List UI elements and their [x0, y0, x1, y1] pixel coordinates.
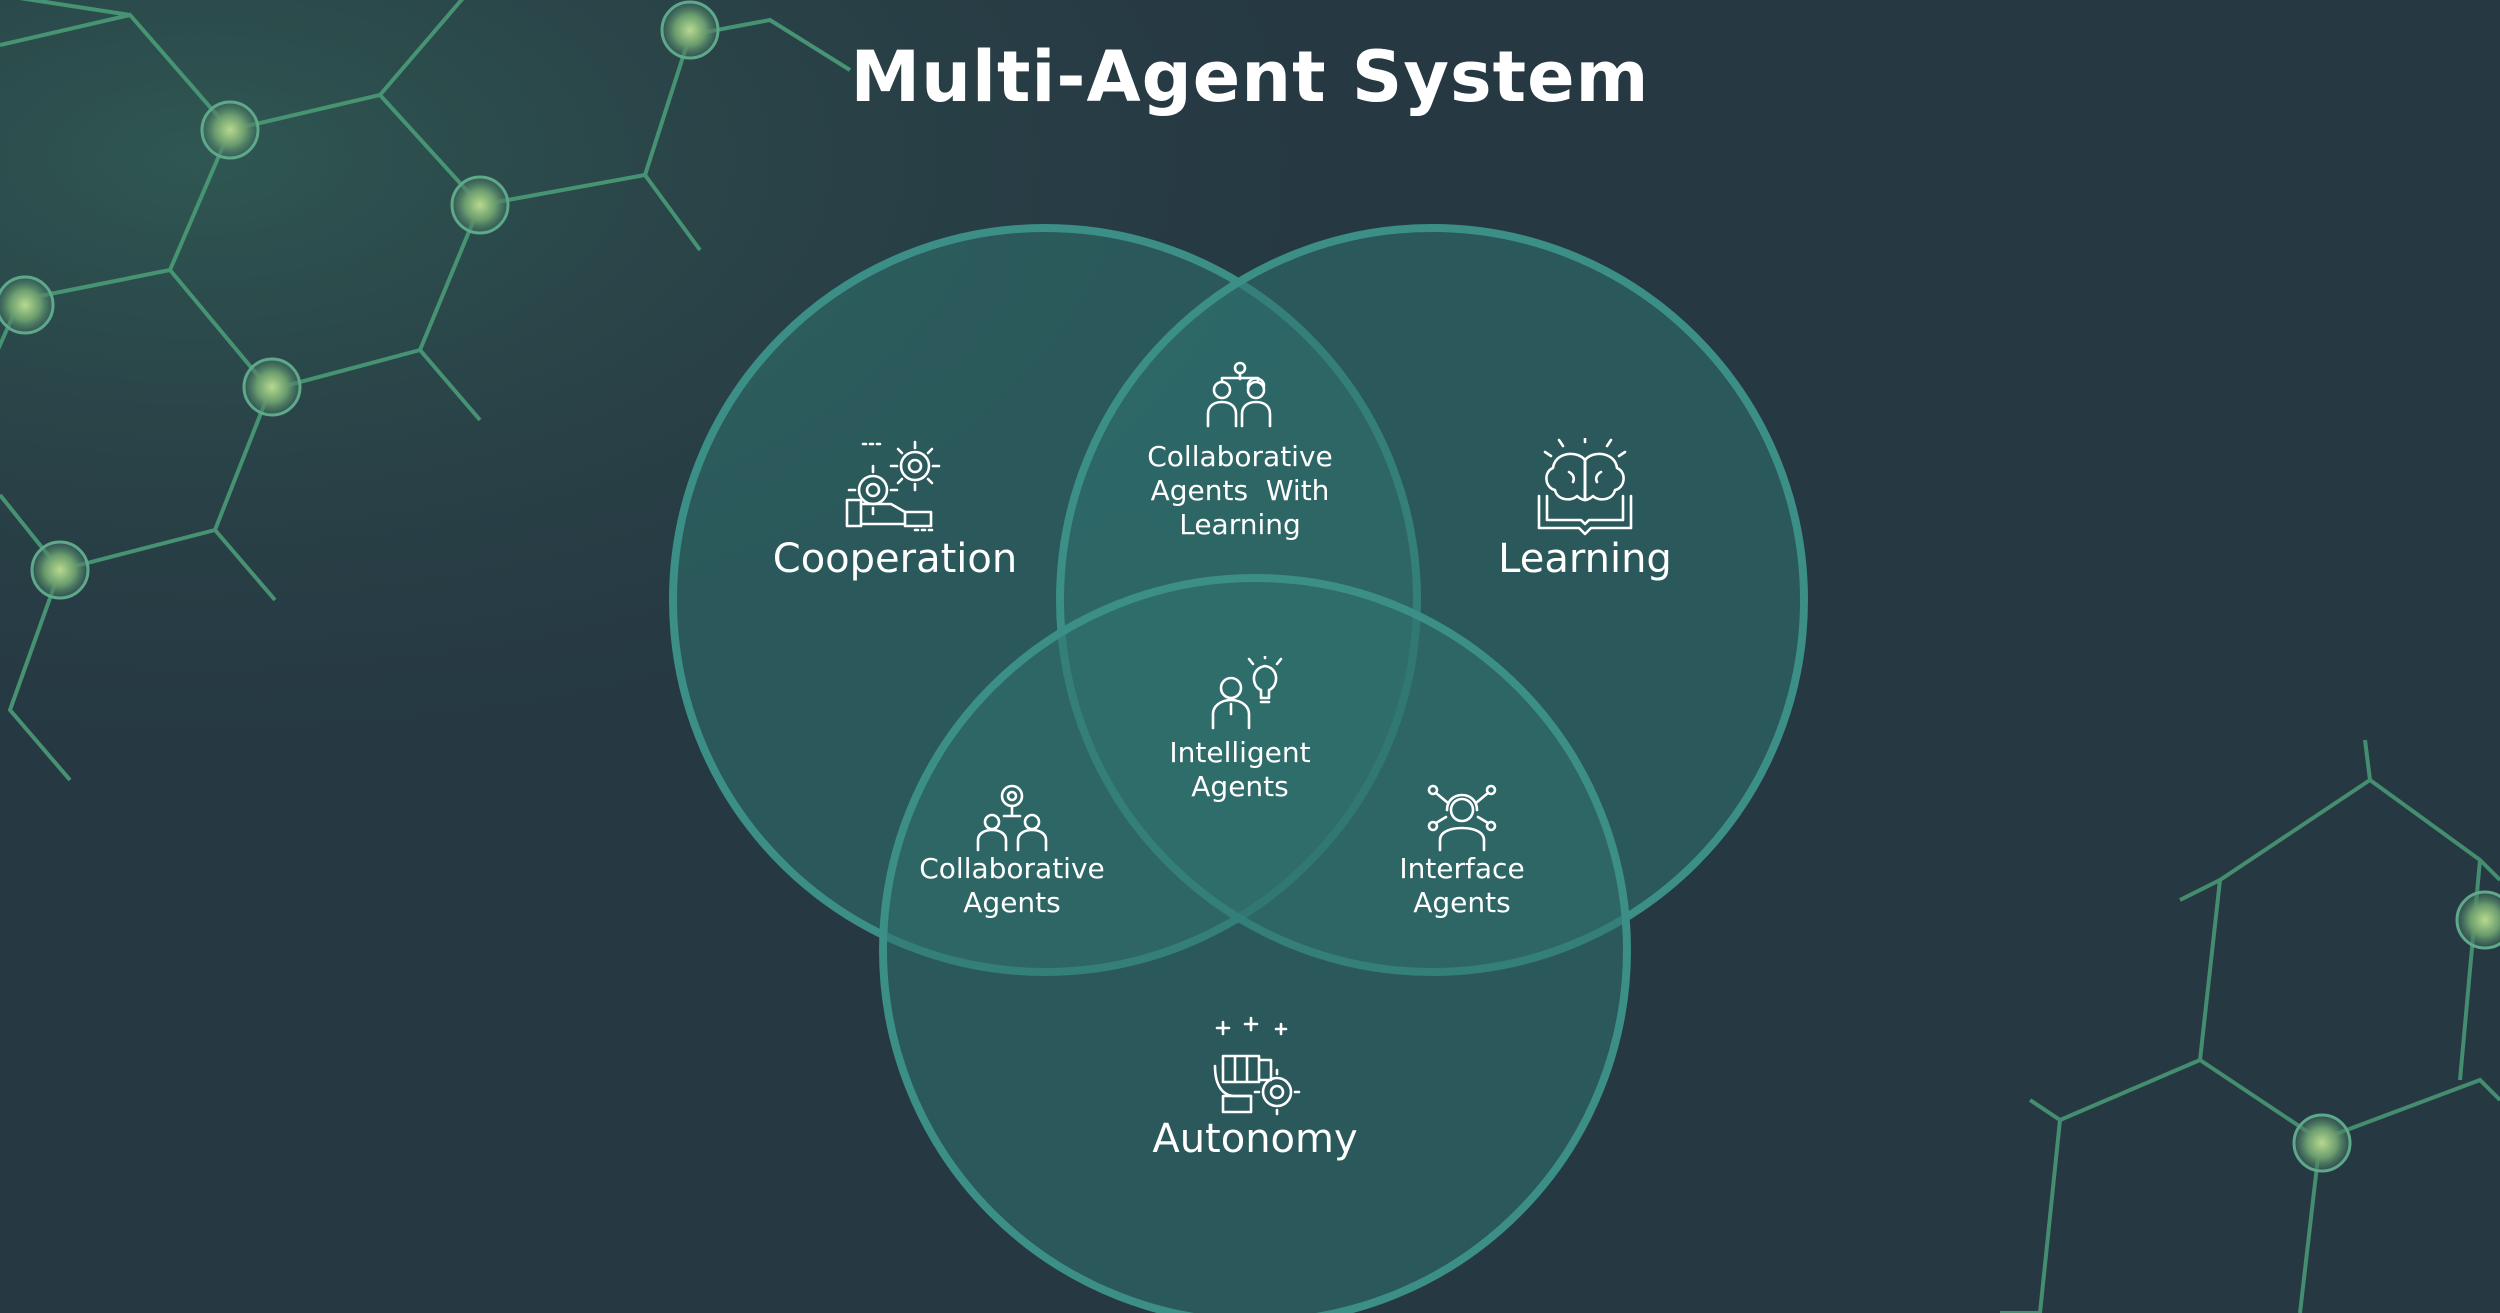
circle-label-cooperation: Cooperation	[772, 536, 1018, 582]
overlap-label-interface-agents: Interface Agents	[1399, 852, 1525, 919]
network-nodes-top-left	[0, 0, 720, 600]
person-lightbulb-icon	[1209, 656, 1287, 730]
circle-label-learning: Learning	[1498, 536, 1672, 582]
gears-handshake-icon	[843, 438, 947, 538]
circle-autonomy	[879, 574, 1631, 1313]
network-nodes-bottom-right	[2292, 890, 2500, 1173]
brain-book-icon	[1533, 438, 1637, 538]
overlap-label-intelligent-agents: Intelligent Agents	[1169, 736, 1311, 803]
fist-gear-icon	[1203, 1016, 1307, 1116]
collaborative-people-icon	[1204, 360, 1276, 430]
overlap-label-collaborative-agents: Collaborative Agents	[919, 852, 1105, 919]
circle-label-autonomy: Autonomy	[1152, 1116, 1358, 1162]
team-network-icon	[976, 782, 1048, 852]
person-interface-icon	[1425, 782, 1499, 852]
overlap-label-collaborative-with-learning: Collaborative Agents With Learning	[1147, 440, 1333, 541]
page-title: Multi-Agent System	[850, 36, 1650, 118]
